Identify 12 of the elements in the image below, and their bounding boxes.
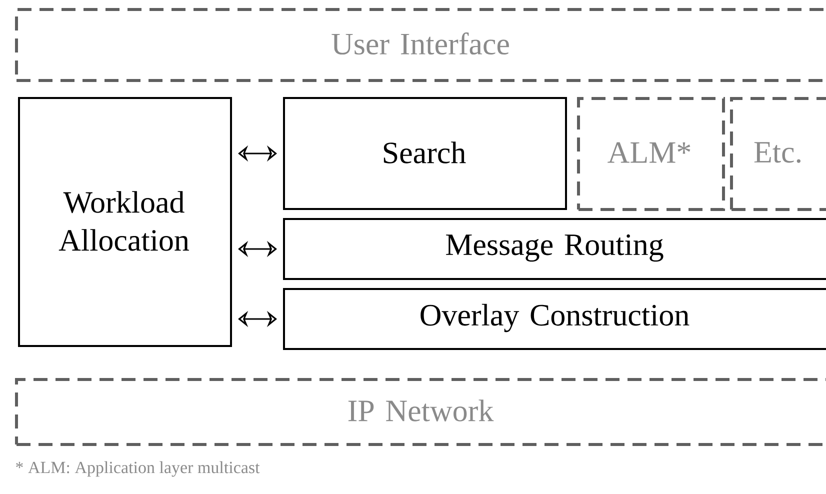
layer-band: Message Routing — [283, 218, 826, 280]
double-arrow — [238, 310, 277, 328]
layer-band: User Interface — [15, 8, 826, 82]
module-box: Etc. — [730, 97, 826, 211]
double-arrow — [238, 145, 277, 162]
module-box: ALM* — [577, 97, 725, 211]
layer-band: Overlay Construction — [283, 288, 826, 350]
module-box: Workload Allocation — [18, 97, 232, 347]
double-arrow — [238, 240, 277, 258]
module-box: Search — [283, 97, 567, 210]
layer-band: IP Network — [15, 378, 826, 446]
footnote: * ALM: Application layer multicast — [16, 461, 260, 477]
